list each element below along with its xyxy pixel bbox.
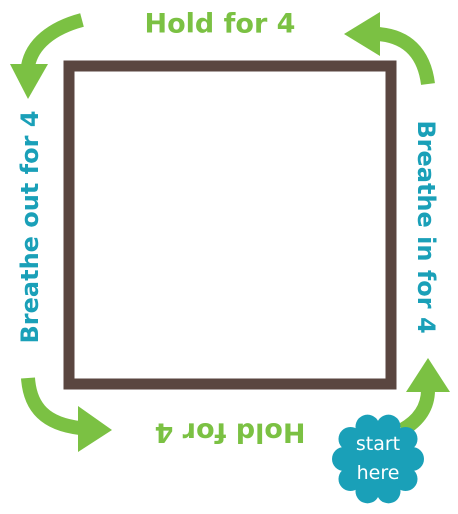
curved-arrow-icon-bottom-right (398, 358, 450, 437)
curved-arrow-icon-top-left (10, 13, 84, 99)
breathing-square (63, 60, 397, 390)
start-here-badge (332, 414, 424, 504)
curved-arrow-icon-top-right (344, 12, 435, 86)
badge-line-here: here (356, 462, 400, 484)
label-breathe-in: Breathe in for 4 (412, 120, 440, 334)
label-breathe-out: Breathe out for 4 (16, 110, 44, 344)
label-hold-top: Hold for 4 (144, 8, 296, 40)
label-hold-bottom: Hold for 4 (154, 416, 306, 448)
start-here-text: start here (356, 430, 400, 488)
curved-arrow-icon-bottom-left (21, 377, 112, 452)
badge-line-start: start (355, 433, 401, 455)
